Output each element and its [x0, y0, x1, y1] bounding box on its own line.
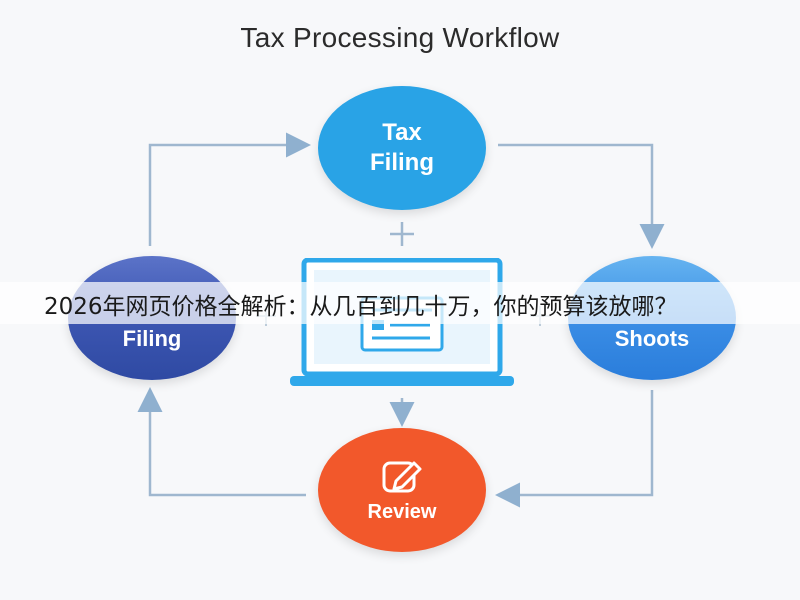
connector-bottom-to-left — [137, 387, 306, 497]
pencil-icon — [382, 461, 422, 492]
connector-top-to-right — [498, 143, 665, 249]
node-tax-filing: Tax Filing — [318, 86, 486, 210]
diagram-title: Tax Processing Workflow — [240, 22, 560, 53]
node-tax-filing-line2: Filing — [370, 149, 434, 176]
node-review-label: Review — [367, 500, 437, 523]
plus-icon-top — [390, 222, 414, 246]
node-shoots-label: Shoots — [614, 326, 690, 351]
node-tax-filing-line1: Tax — [382, 119, 422, 146]
connector-left-to-top — [148, 132, 311, 246]
caption-text: 2026年网页价格全解析：从几百到几十万，你的预算该放哪？ — [44, 294, 678, 320]
node-filing-label: Filing — [122, 326, 182, 351]
caption-banner — [0, 282, 800, 324]
node-review: Review — [318, 428, 486, 552]
connector-right-to-bottom — [495, 390, 654, 508]
